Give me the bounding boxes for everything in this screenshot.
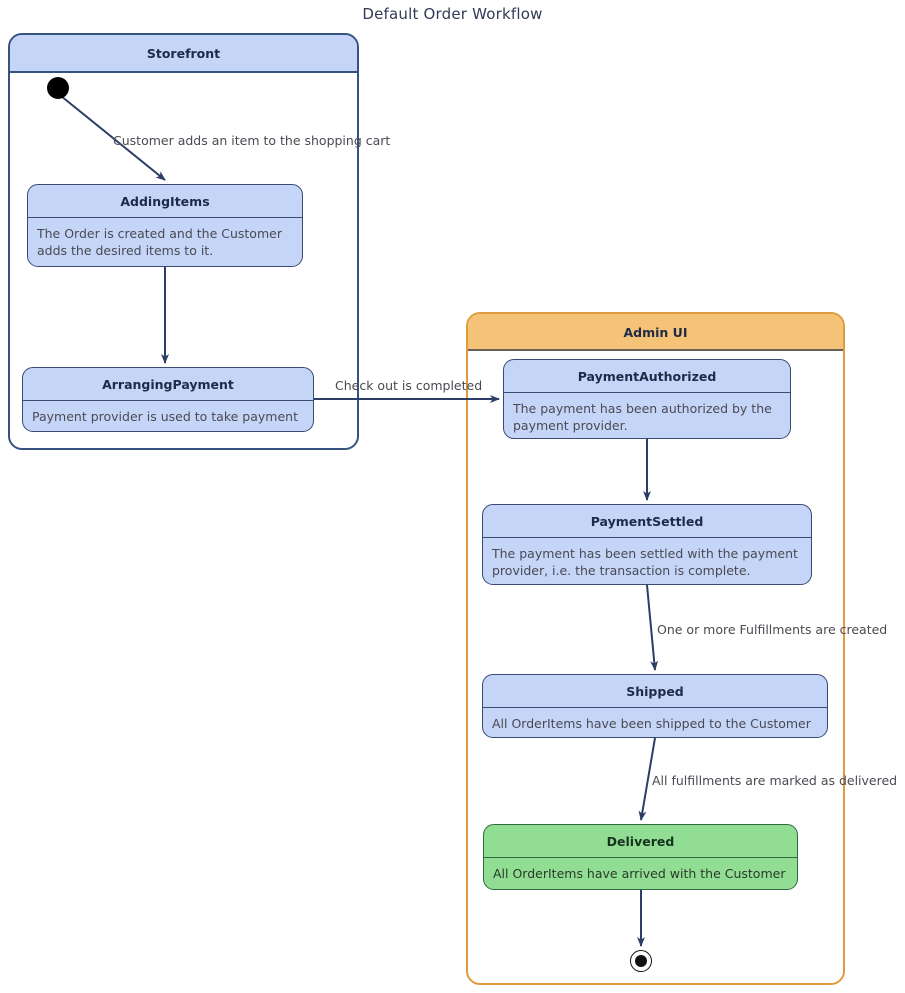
state-delivered-title: Delivered bbox=[484, 825, 797, 858]
state-shipped-title: Shipped bbox=[483, 675, 827, 708]
state-paymentauthorized-description: The payment has been authorized by the p… bbox=[513, 401, 772, 433]
page-title: Default Order Workflow bbox=[362, 5, 543, 23]
state-paymentauthorized-title: PaymentAuthorized bbox=[504, 360, 790, 393]
state-arrangingpayment-description: Payment provider is used to take payment bbox=[32, 409, 298, 424]
state-paymentsettled[interactable]: PaymentSettled The payment has been sett… bbox=[482, 504, 812, 585]
state-shipped[interactable]: Shipped All OrderItems have been shipped… bbox=[482, 674, 828, 738]
state-addingitems-description: The Order is created and the Customer ad… bbox=[37, 226, 282, 258]
state-arrangingpayment-title: ArrangingPayment bbox=[23, 368, 313, 401]
state-paymentsettled-description: The payment has been settled with the pa… bbox=[492, 546, 798, 578]
initial-state-node[interactable] bbox=[47, 77, 69, 99]
state-delivered-description: All OrderItems have arrived with the Cus… bbox=[493, 866, 786, 881]
state-shipped-description: All OrderItems have been shipped to the … bbox=[492, 716, 811, 731]
final-state-node[interactable] bbox=[630, 950, 652, 972]
state-addingitems-title: AddingItems bbox=[28, 185, 302, 218]
transition-label-fulfillments-delivered: All fulfillments are marked as delivered bbox=[652, 773, 898, 788]
state-arrangingpayment[interactable]: ArrangingPayment Payment provider is use… bbox=[22, 367, 314, 432]
group-state-storefront-label: Storefront bbox=[10, 35, 357, 73]
state-addingitems[interactable]: AddingItems The Order is created and the… bbox=[27, 184, 303, 267]
state-paymentsettled-title: PaymentSettled bbox=[483, 505, 811, 538]
transition-label-customer-adds-item: Customer adds an item to the shopping ca… bbox=[113, 133, 391, 148]
group-state-adminui-label: Admin UI bbox=[468, 314, 843, 351]
state-paymentauthorized[interactable]: PaymentAuthorized The payment has been a… bbox=[503, 359, 791, 439]
state-delivered[interactable]: Delivered All OrderItems have arrived wi… bbox=[483, 824, 798, 890]
transition-label-check-out-completed: Check out is completed bbox=[335, 378, 483, 393]
transition-label-fulfillments-created: One or more Fulfillments are created bbox=[657, 622, 888, 637]
